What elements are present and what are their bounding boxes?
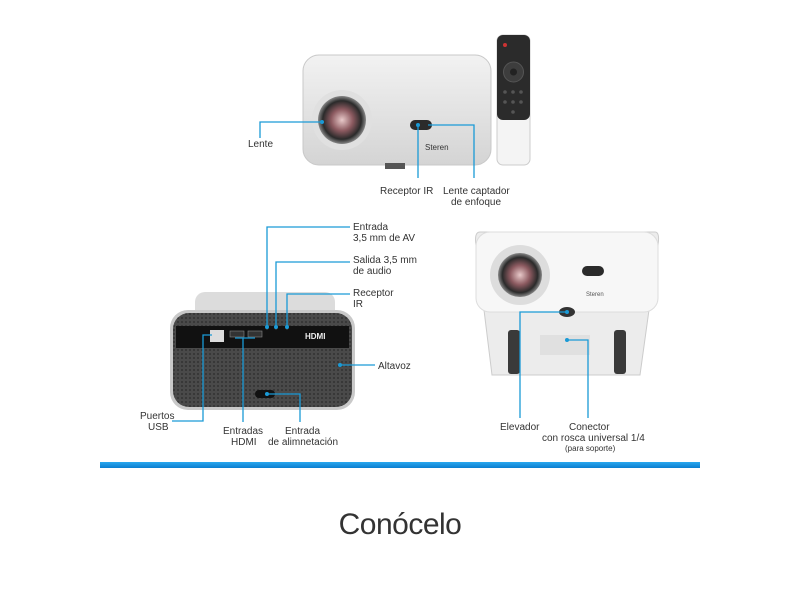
brand-logo-bottom: Steren [586,292,604,298]
divider-bar [100,462,700,468]
label-ir-receiver: Receptor IR [380,186,433,197]
label-ir-2: IR [353,299,363,310]
projector-bottom: Steren [475,231,660,376]
usb-port [210,330,224,342]
label-focus-sensor-1: Lente captador [443,186,510,197]
label-hdmi-1: Entradas [223,426,263,437]
label-usb-2: USB [148,422,169,433]
hdmi-logo: HDMI [305,332,325,341]
label-power-1: Entrada [285,426,320,437]
projector-back: HDMI [170,292,355,410]
label-hdmi-2: HDMI [231,437,257,448]
label-ir-1: Receptor [353,288,394,299]
projector-front: Steren [302,54,492,169]
remote-control [496,34,531,166]
label-riser: Elevador [500,422,540,433]
label-power-2: de alimnetación [268,437,338,448]
page-title: Conócelo [338,508,462,541]
label-speaker-text: Altavoz [378,361,411,372]
label-audio-out-2: de audio [353,266,392,277]
label-av-in-2: 3,5 mm de AV [353,233,415,244]
ir-sensor [410,120,432,130]
hdmi-port-1 [229,330,245,338]
lens-icon [318,96,366,144]
hdmi-port-2 [247,330,263,338]
label-audio-out-1: Salida 3,5 mm [353,255,417,266]
label-mount-1: Conector [569,422,610,433]
label-av-in-1: Entrada [353,222,388,233]
label-usb-1: Puertos [140,411,174,422]
label-mount-2: con rosca universal 1/4 [542,433,645,444]
label-focus-sensor-2: de enfoque [451,197,501,208]
brand-logo: Steren [425,143,449,152]
label-mount-3: (para soporte) [565,444,616,453]
label-lens: Lente [248,139,273,150]
